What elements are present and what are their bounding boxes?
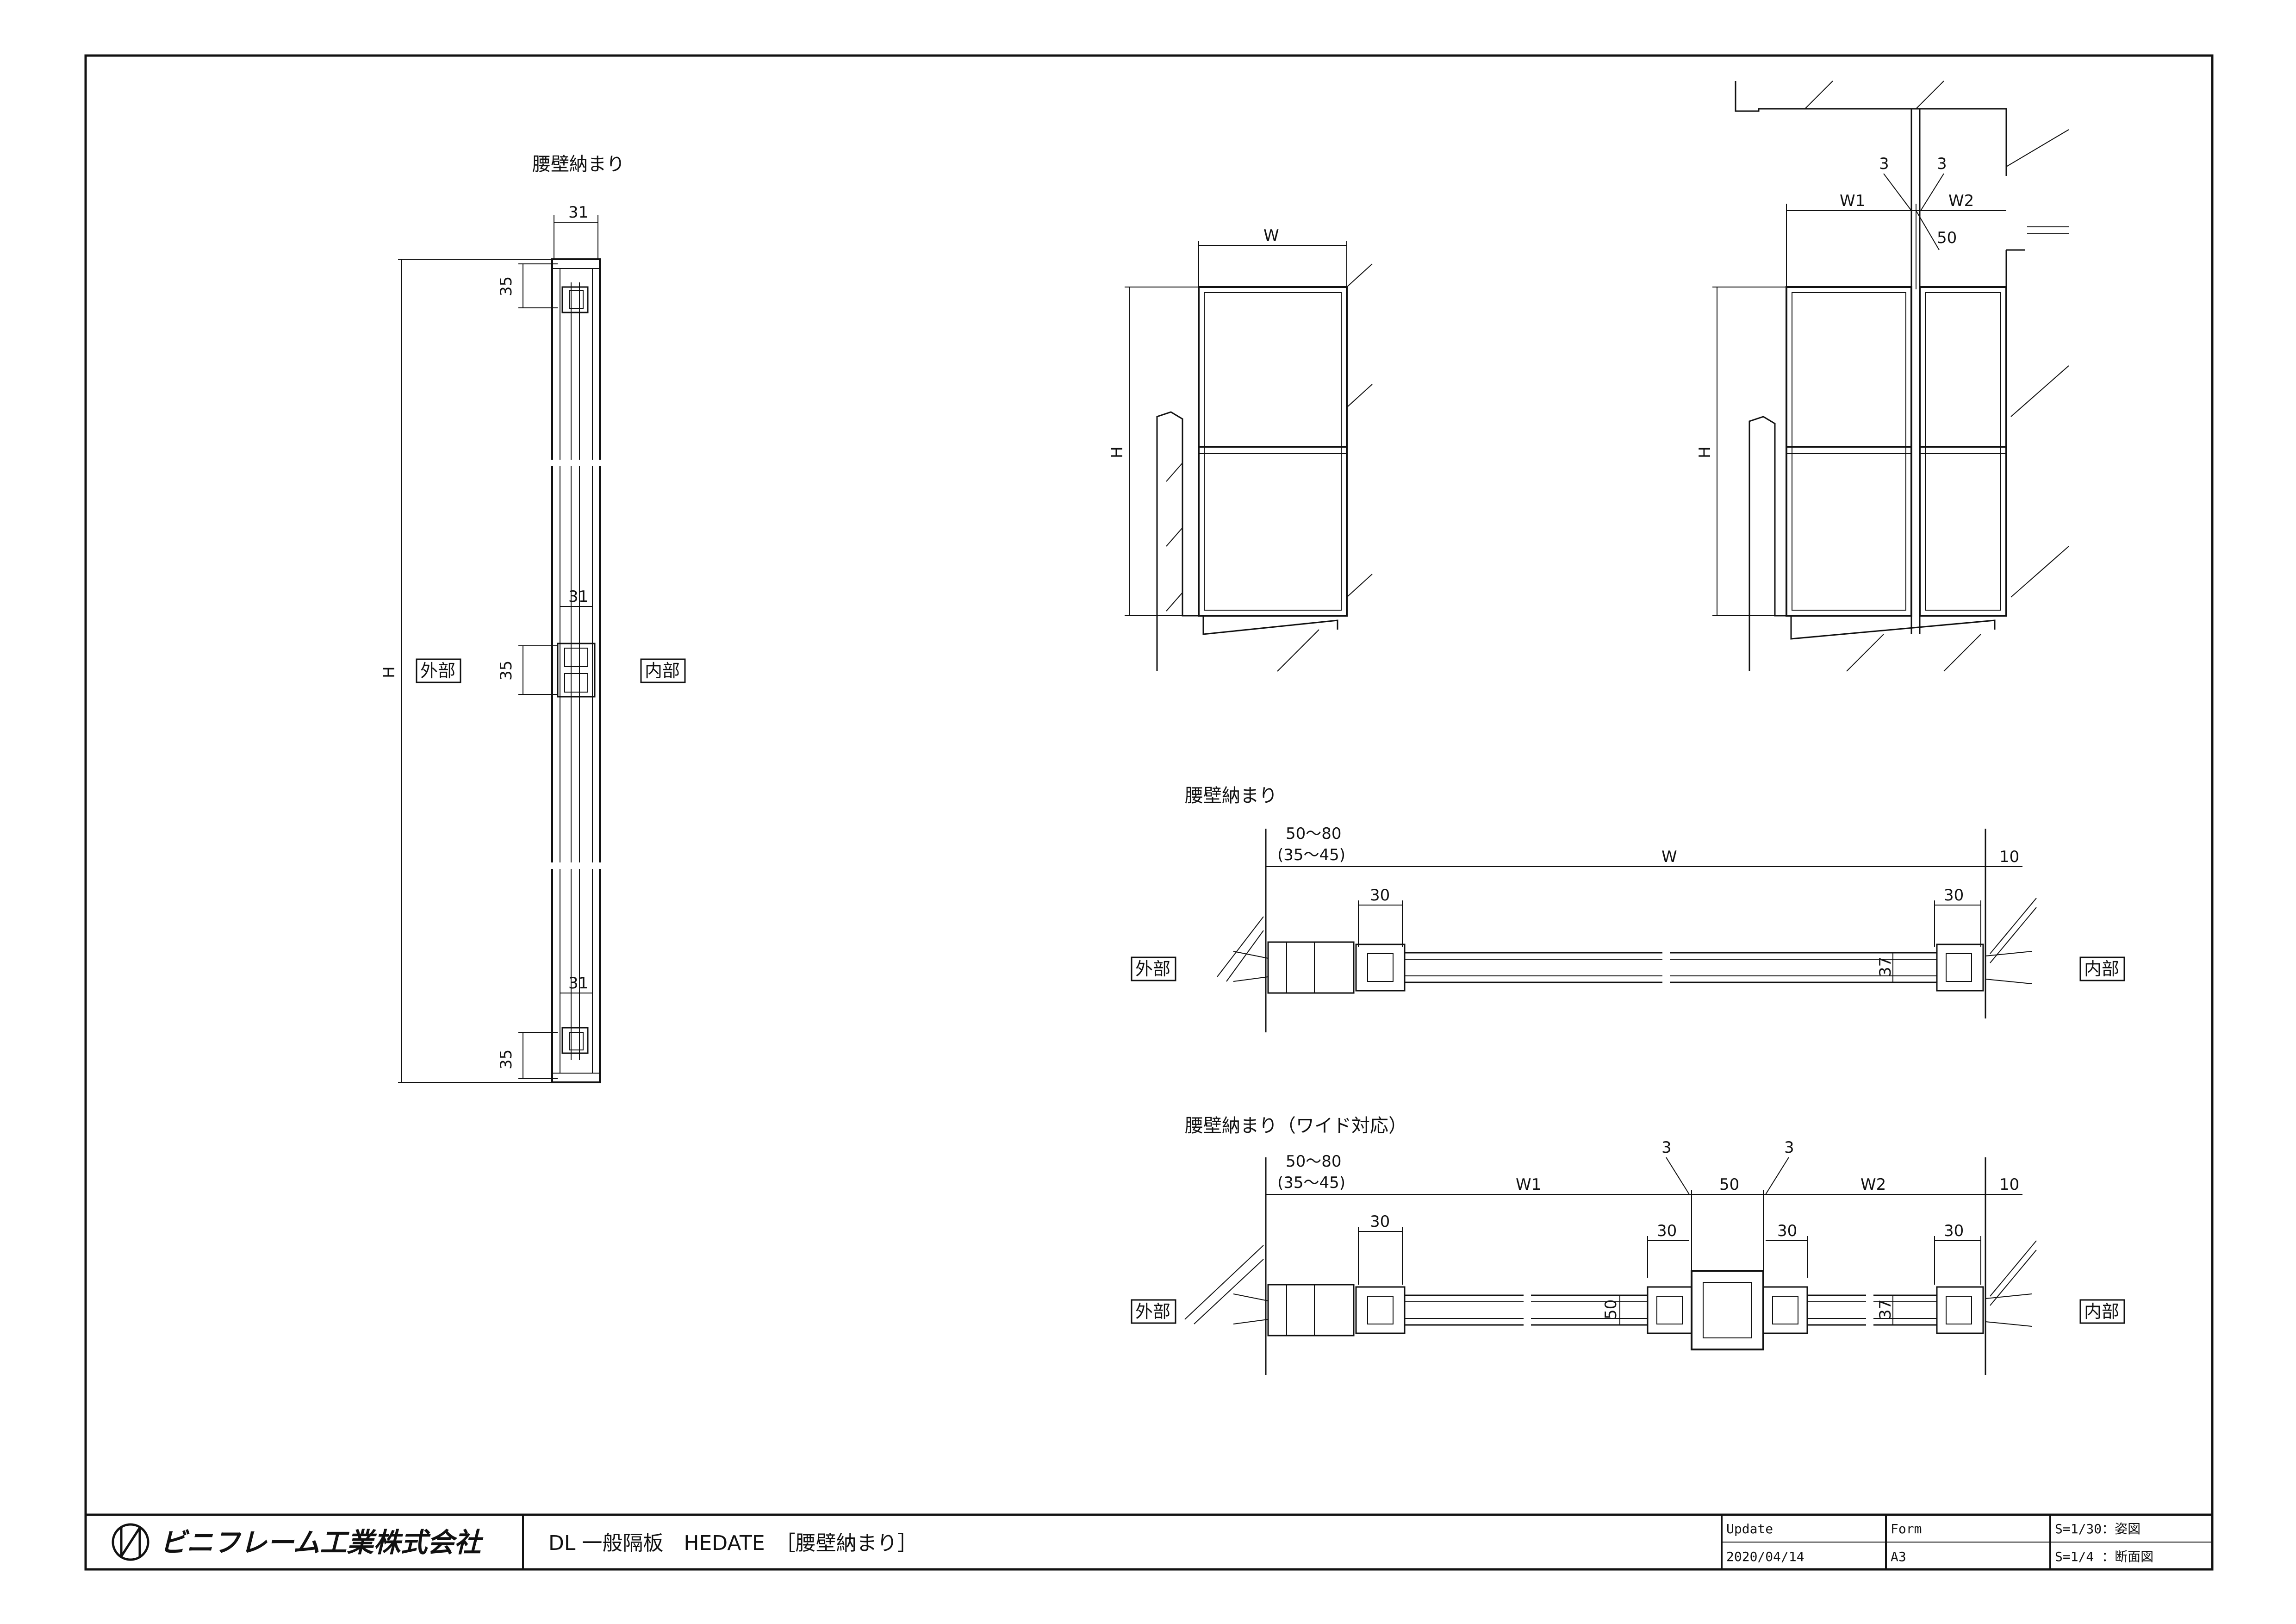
dim-31-bot: 31 (568, 974, 588, 993)
scale-elevation: S=1/30：姿図 (2055, 1521, 2140, 1537)
horizontal-section-1: 腰壁納まり 50〜80 (35〜45) W 10 30 30 (1131, 785, 2125, 1032)
company-logo-icon (112, 1523, 149, 1561)
company-name: ビニフレーム工業株式会社 (160, 1527, 484, 1558)
dim-30-left: 30 (1370, 886, 1390, 905)
form-label: Form (1891, 1521, 1922, 1537)
label-inside: 内部 (2084, 1301, 2119, 1322)
dim-3-left: 3 (1879, 155, 1889, 173)
dim-h: H (1108, 446, 1126, 458)
scale-section: S=1/4 ：断面図 (2055, 1549, 2153, 1564)
dim-35-top: 35 (497, 276, 516, 296)
dim-h: H (1696, 446, 1714, 458)
section1-title: 腰壁納まり (1185, 785, 1277, 806)
dim-range-sub: (35〜45) (1277, 846, 1345, 864)
dim-35-bot: 35 (497, 1049, 516, 1069)
dim-37: 37 (1876, 957, 1895, 977)
dim-31-top: 31 (568, 203, 588, 222)
label-outside: 外部 (1135, 1301, 1170, 1322)
dim-3-right: 3 (1937, 155, 1947, 173)
dim-30-b: 30 (1657, 1222, 1677, 1240)
dim-31-mid: 31 (568, 587, 588, 606)
dim-30-c: 30 (1777, 1222, 1797, 1240)
section2-title: 腰壁納まり（ワイド対応） (1185, 1115, 1407, 1137)
update-value: 2020/04/14 (1726, 1549, 1804, 1564)
update-label: Update (1726, 1521, 1773, 1537)
vertical-section: 腰壁納まり 31 35 35 (380, 154, 686, 1083)
sheet-border (84, 54, 2214, 1571)
dim-30-right: 30 (1944, 886, 1964, 905)
label-outside: 外部 (420, 661, 455, 681)
form-value: A3 (1891, 1549, 1906, 1564)
dim-range-sub: (35〜45) (1277, 1174, 1345, 1192)
dim-30-d: 30 (1944, 1222, 1964, 1240)
dim-w1: W1 (1840, 192, 1865, 210)
dim-50-post: 50 (1602, 1299, 1620, 1319)
elevation-single: W H (1108, 226, 1373, 672)
drawing-title: DL 一般隔板 HEDATE ［腰壁納まり］ (548, 1531, 918, 1555)
vertical-section-title: 腰壁納まり (532, 154, 625, 175)
dim-h: H (380, 666, 398, 678)
dim-3-right: 3 (1784, 1138, 1794, 1157)
dim-w2: W2 (1860, 1175, 1886, 1194)
dim-50-top: 50 (1719, 1175, 1739, 1194)
horizontal-section-2: 腰壁納まり（ワイド対応） 50〜80 (35〜45) 3 3 50 W1 W2 … (1131, 1115, 2125, 1375)
dim-50: 50 (1937, 229, 1957, 247)
dim-range: 50〜80 (1286, 824, 1342, 843)
dim-30-a: 30 (1370, 1212, 1390, 1231)
dim-range: 50〜80 (1286, 1152, 1342, 1171)
elevation-wide: W1 W2 3 3 50 H (1696, 81, 2069, 672)
dim-w2: W2 (1948, 192, 1974, 210)
dim-w1: W1 (1516, 1175, 1541, 1194)
label-outside: 外部 (1135, 959, 1170, 979)
label-inside: 内部 (645, 661, 680, 681)
dim-10: 10 (1999, 1175, 2019, 1194)
dim-w: W (1661, 848, 1677, 866)
dim-3-left: 3 (1661, 1138, 1672, 1157)
dim-w: W (1263, 226, 1279, 245)
dim-37: 37 (1876, 1299, 1895, 1319)
title-block: ビニフレーム工業株式会社 DL 一般隔板 HEDATE ［腰壁納まり］ Upda… (86, 1513, 2212, 1569)
dim-10: 10 (1999, 848, 2019, 866)
label-inside: 内部 (2084, 959, 2119, 979)
dim-35-mid: 35 (497, 661, 516, 681)
